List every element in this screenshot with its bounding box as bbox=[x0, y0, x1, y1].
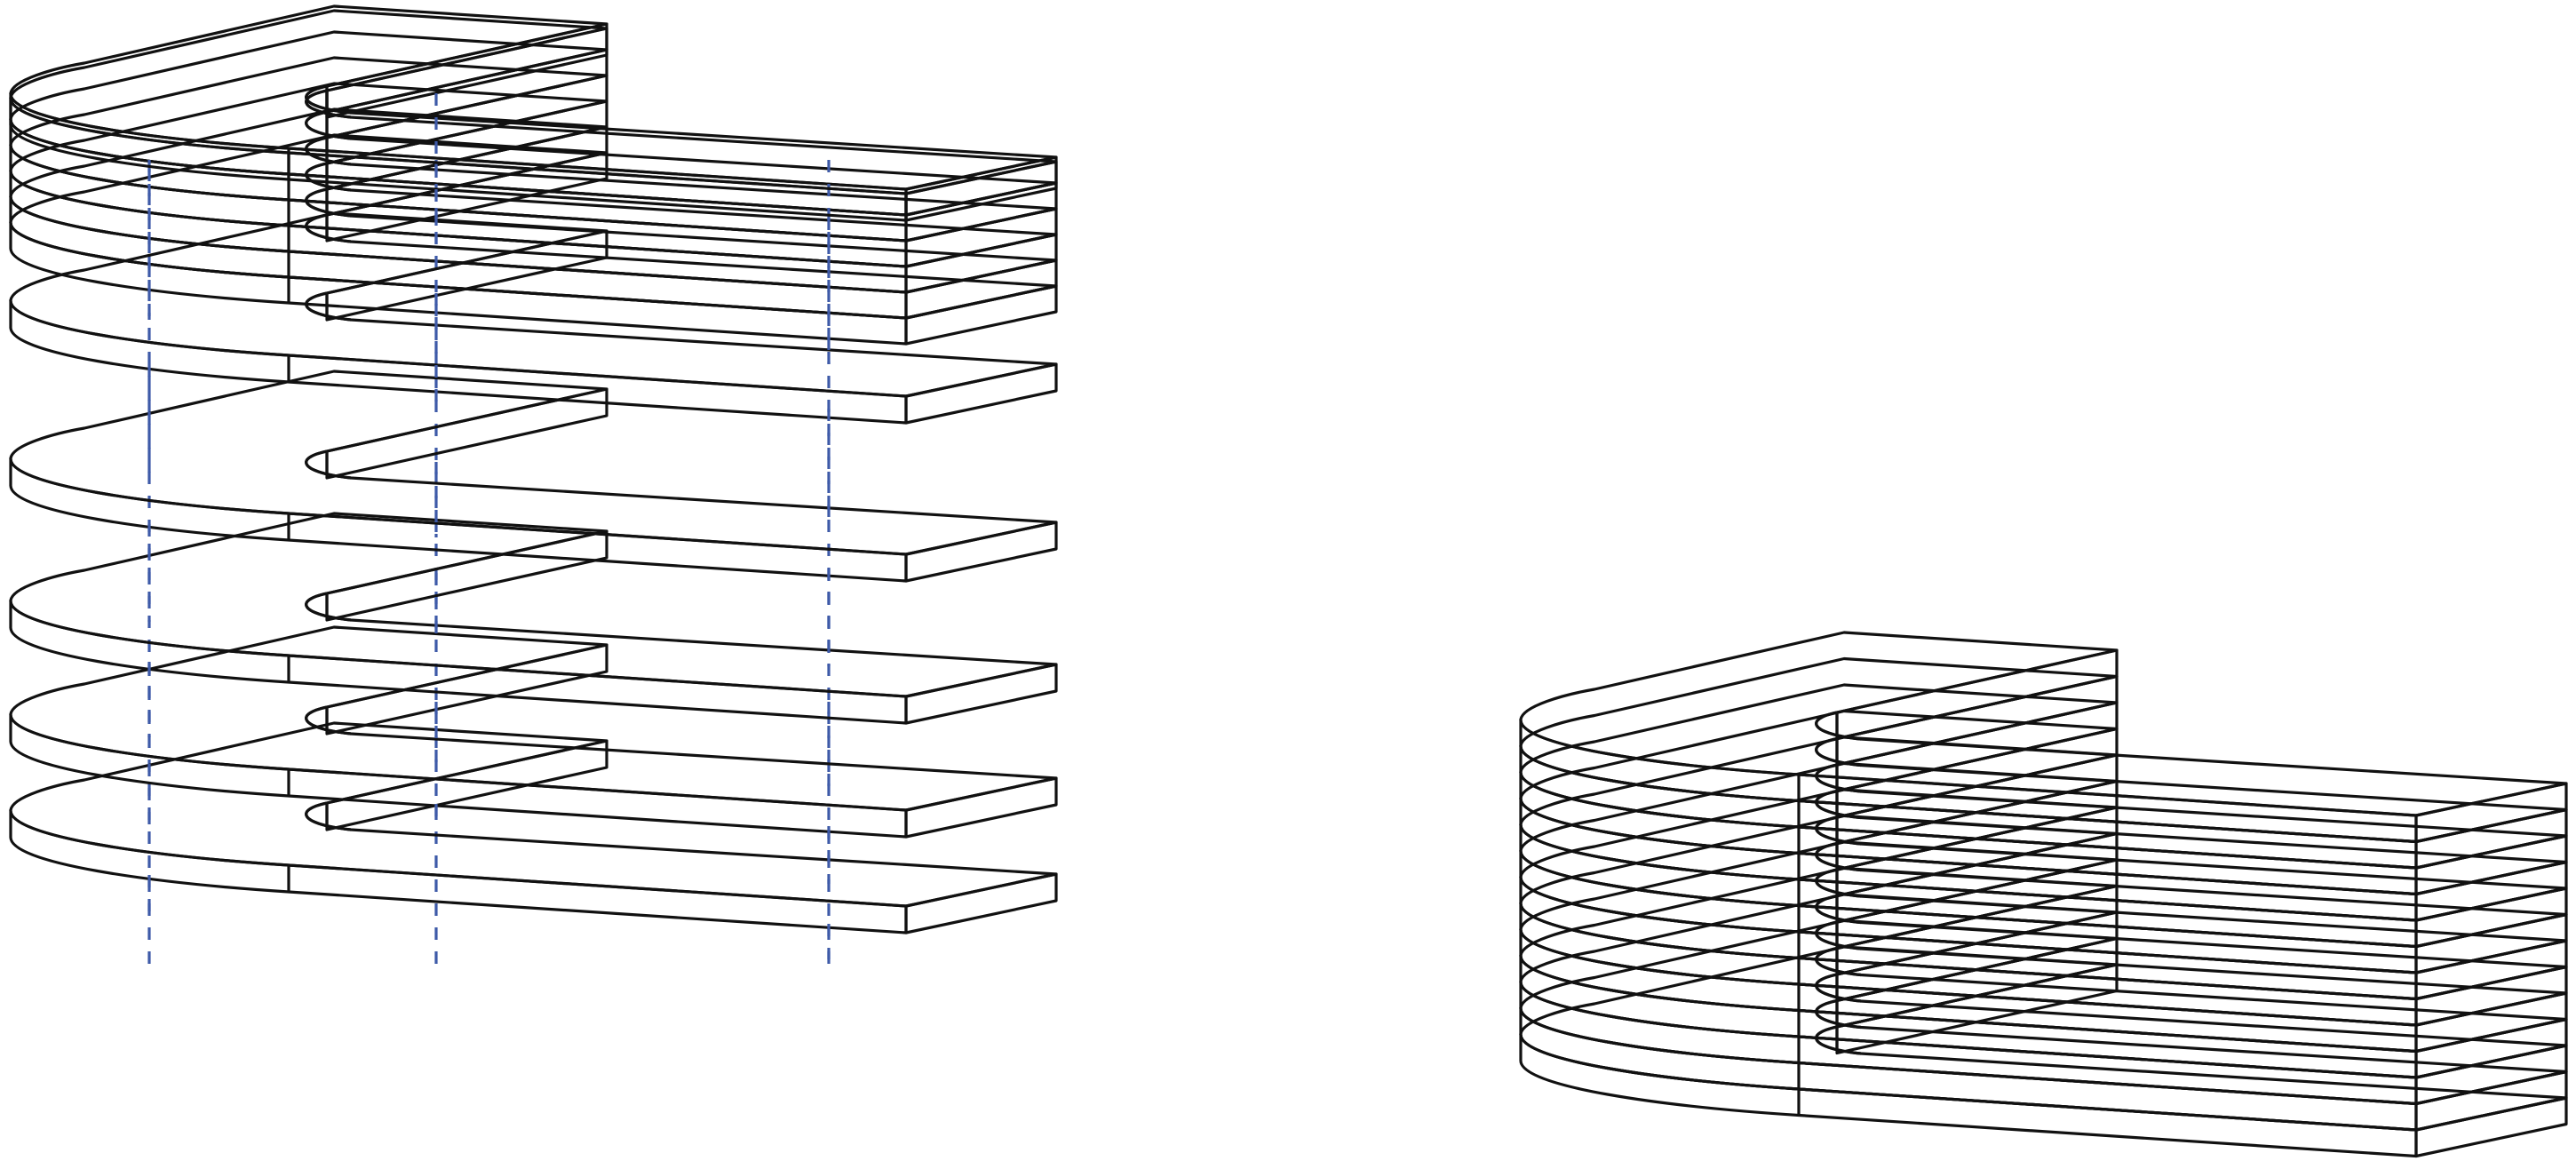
slab-front-face bbox=[9, 298, 908, 425]
slab-slot-edge bbox=[305, 136, 352, 166]
exploded-layer-stack bbox=[9, 4, 1058, 968]
slab-end-face bbox=[2414, 912, 2568, 974]
slab-end-face bbox=[904, 663, 1058, 725]
slab-layer-exploded-1 bbox=[9, 211, 1058, 425]
slab-end-face bbox=[904, 362, 1058, 425]
slab-end-face bbox=[2414, 991, 2568, 1054]
slab-slot-edge bbox=[305, 449, 352, 480]
slab-slot-edge bbox=[1815, 711, 1862, 741]
slab-arm-face bbox=[1835, 648, 2119, 741]
slab-top-face bbox=[9, 9, 1058, 195]
slab-layer-exploded-4 bbox=[9, 625, 1058, 839]
slab-end-face bbox=[2414, 887, 2568, 949]
slab-end-face bbox=[2414, 939, 2568, 1001]
slab-slot-edge bbox=[1815, 920, 1862, 950]
slab-slot-edge bbox=[305, 110, 352, 140]
slab-top-face bbox=[9, 721, 1058, 908]
slab-end-face bbox=[904, 284, 1058, 346]
slab-slot-edge bbox=[1815, 815, 1862, 846]
slab-end-face bbox=[2414, 1070, 2568, 1132]
slab-arm-face bbox=[325, 739, 608, 831]
slab-end-face bbox=[2414, 782, 2568, 844]
slab-layer-exploded-5 bbox=[9, 721, 1058, 934]
slab-end-face bbox=[2414, 860, 2568, 922]
slab-slot-edge bbox=[1815, 946, 1862, 977]
slab-front-face bbox=[9, 457, 908, 583]
slab-slot-edge bbox=[1815, 1025, 1862, 1055]
slab-slot-edge bbox=[1815, 789, 1862, 820]
slab-layer-exploded-2 bbox=[9, 370, 1058, 583]
slab-end-face bbox=[2414, 1044, 2568, 1106]
slab-end-face bbox=[2414, 1096, 2568, 1158]
slab-slot-edge bbox=[305, 291, 352, 322]
slab-end-face bbox=[904, 258, 1058, 320]
slab-layer-base-0 bbox=[9, 4, 1058, 217]
slab-layer-exploded-3 bbox=[9, 512, 1058, 725]
base-stack bbox=[9, 4, 1058, 346]
slab-end-face bbox=[2414, 807, 2568, 870]
slab-end-face bbox=[904, 872, 1058, 934]
slab-slot-edge bbox=[1815, 998, 1862, 1030]
slab-slot-edge bbox=[305, 801, 352, 831]
slab-slot-edge bbox=[1815, 894, 1862, 925]
slab-slot-edge bbox=[305, 162, 352, 192]
slab-slot-edge bbox=[1815, 763, 1862, 793]
slab-end-face bbox=[2414, 1017, 2568, 1079]
slab-top-face bbox=[9, 512, 1058, 698]
slab-arm-face bbox=[325, 387, 608, 480]
alignment-guides-visible bbox=[147, 93, 831, 959]
slab-end-face bbox=[904, 776, 1058, 839]
slab-slot-edge bbox=[1815, 841, 1862, 872]
slab-slot-edge bbox=[1815, 973, 1862, 1003]
slab-end-face bbox=[2414, 965, 2568, 1027]
slab-end-face bbox=[2414, 834, 2568, 896]
slab-slot-edge bbox=[305, 592, 352, 622]
slab-slot-edge bbox=[305, 89, 352, 119]
slab-slot-edge bbox=[305, 705, 352, 736]
slab-layer-exploded-0 bbox=[9, 9, 1058, 222]
assembled-layer-stack bbox=[1519, 631, 2568, 1158]
slab-layer-assembled-0 bbox=[1519, 631, 2568, 844]
slab-arm-face bbox=[325, 229, 608, 322]
slab-arm-face bbox=[325, 529, 608, 622]
slab-end-face bbox=[904, 521, 1058, 583]
slab-slot-edge bbox=[1815, 868, 1862, 898]
slab-slot-edge bbox=[1815, 736, 1862, 767]
slab-arm-face bbox=[325, 27, 608, 119]
slab-arm-face bbox=[325, 643, 608, 736]
